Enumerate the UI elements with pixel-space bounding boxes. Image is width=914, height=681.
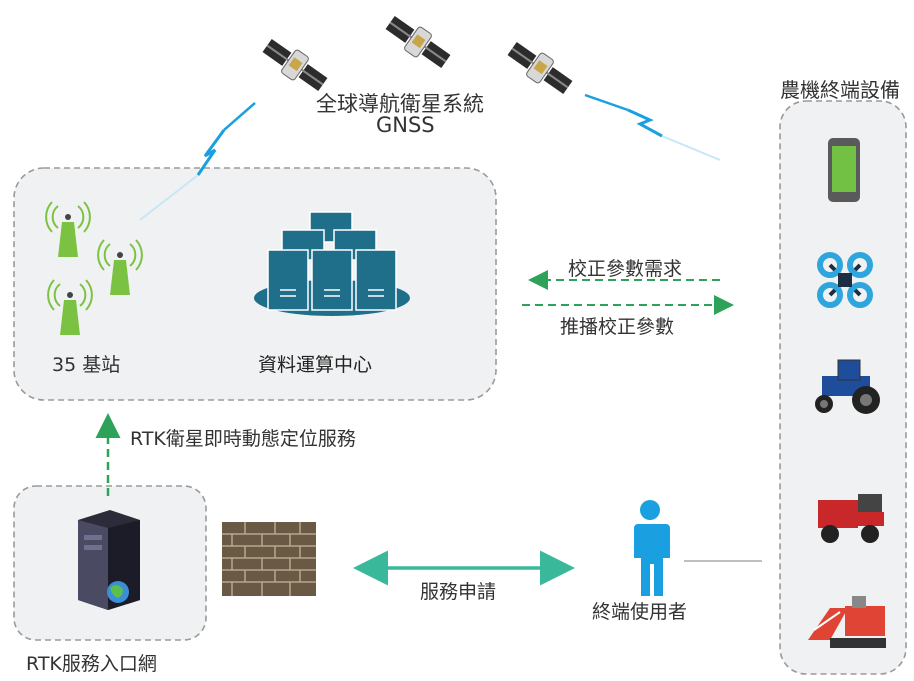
stations-datacenter-box — [13, 167, 497, 401]
gnss-subtitle: GNSS — [376, 113, 435, 137]
user-label: 終端使用者 — [592, 601, 688, 623]
request-label: 校正參數需求 — [568, 258, 683, 280]
user-icon — [634, 500, 670, 596]
push-label: 推播校正參數 — [560, 316, 675, 338]
gnss-title: 全球導航衛星系統 — [316, 92, 484, 116]
datacenter-label: 資料運算中心 — [258, 354, 373, 376]
gateway-label: RTK服務入口網 — [26, 653, 157, 675]
firewall-icon — [222, 522, 316, 596]
tower-icon — [47, 279, 93, 335]
tractor-icon — [815, 359, 880, 414]
tower-icon — [97, 239, 143, 295]
drone-icon — [817, 252, 873, 308]
satellite-icon — [507, 41, 573, 95]
utility-vehicle-icon — [818, 494, 884, 543]
signal-left-icon — [139, 102, 256, 221]
signal-right-icon — [584, 93, 721, 161]
rtk-service-label: RTK衛星即時動態定位服務 — [130, 428, 356, 450]
satellite-icon — [385, 15, 451, 69]
tower-icon — [45, 201, 91, 257]
apply-label: 服務申請 — [420, 581, 497, 603]
satellite-icon — [262, 38, 328, 92]
stations-label: 35 基站 — [52, 354, 121, 376]
datacenter-server-icon — [254, 211, 410, 316]
gateway-server-icon — [78, 510, 140, 610]
devices-title: 農機終端設備 — [780, 78, 900, 102]
smartphone-icon — [828, 138, 860, 202]
rice-harvester-icon — [808, 596, 886, 648]
